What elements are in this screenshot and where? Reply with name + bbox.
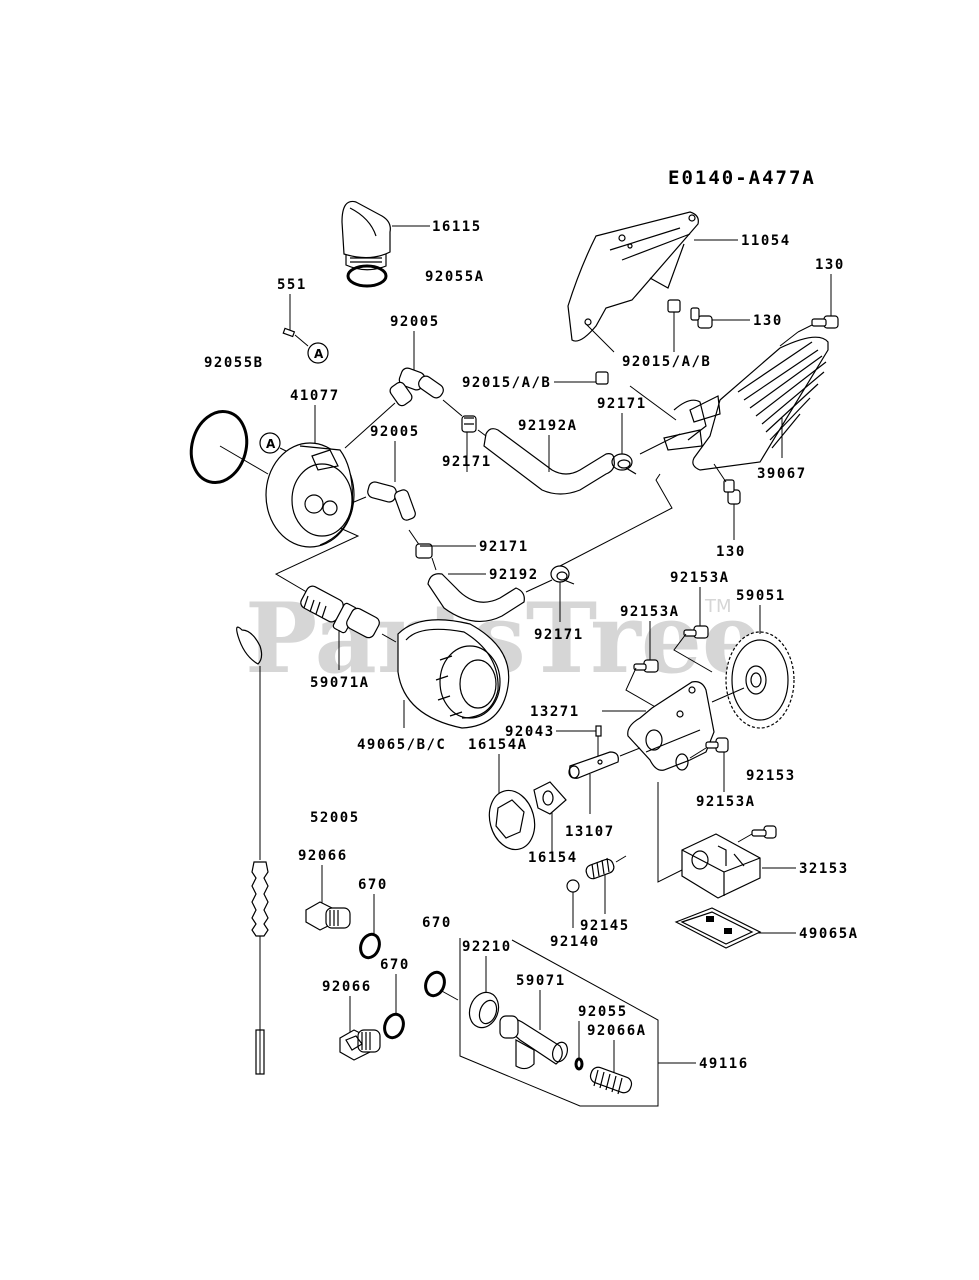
part-label-130-top[interactable]: 130 bbox=[815, 257, 845, 273]
part-label-92153[interactable]: 92153 bbox=[746, 768, 796, 784]
part-label-92153a-c[interactable]: 92153A bbox=[696, 794, 756, 810]
pin-92043-part[interactable] bbox=[595, 725, 602, 737]
part-label-32153[interactable]: 32153 bbox=[799, 861, 849, 877]
part-label-92192[interactable]: 92192 bbox=[489, 567, 539, 583]
oil-filter-49065bc-part[interactable] bbox=[397, 619, 510, 729]
o-ring-670-c-part[interactable] bbox=[381, 1012, 406, 1041]
o-ring-92055-part[interactable] bbox=[574, 1057, 584, 1071]
part-label-92015-right[interactable]: 92015/A/B bbox=[622, 354, 711, 370]
part-label-11054[interactable]: 11054 bbox=[741, 233, 791, 249]
part-label-92140[interactable]: 92140 bbox=[550, 934, 600, 950]
part-label-92171-c[interactable]: 92171 bbox=[479, 539, 529, 555]
part-label-49116[interactable]: 49116 bbox=[699, 1056, 749, 1072]
part-label-670-c[interactable]: 670 bbox=[380, 957, 410, 973]
part-label-92005-mid[interactable]: 92005 bbox=[370, 424, 420, 440]
part-label-92066-b[interactable]: 92066 bbox=[322, 979, 372, 995]
o-ring-670-a-part[interactable] bbox=[357, 932, 382, 961]
part-label-92055b[interactable]: 92055B bbox=[204, 355, 264, 371]
part-label-92153a-a[interactable]: 92153A bbox=[670, 570, 730, 586]
part-label-92145[interactable]: 92145 bbox=[580, 918, 630, 934]
shaft-13107-part[interactable] bbox=[568, 751, 619, 779]
o-ring-670-b-part[interactable] bbox=[422, 970, 447, 999]
spring-92145-part[interactable] bbox=[584, 857, 615, 881]
pin-551-part[interactable] bbox=[282, 327, 296, 338]
part-label-92055[interactable]: 92055 bbox=[578, 1004, 628, 1020]
part-label-16154[interactable]: 16154 bbox=[528, 850, 578, 866]
part-label-92171-b[interactable]: 92171 bbox=[597, 396, 647, 412]
bolt-130-mid-part[interactable] bbox=[690, 307, 713, 329]
part-label-92043[interactable]: 92043 bbox=[505, 724, 555, 740]
part-label-13271[interactable]: 13271 bbox=[530, 704, 580, 720]
o-ring-92055a-part[interactable] bbox=[346, 264, 388, 288]
part-label-92066-a[interactable]: 92066 bbox=[298, 848, 348, 864]
relief-valve-32153-part[interactable] bbox=[681, 833, 761, 899]
oil-cooler-housing-41077-part[interactable] bbox=[265, 442, 355, 548]
drain-plug-92066-a-part[interactable] bbox=[305, 901, 351, 931]
part-label-16115[interactable]: 16115 bbox=[432, 219, 482, 235]
strainer-49065a-part[interactable] bbox=[674, 907, 762, 949]
callout-a-text: A bbox=[314, 347, 324, 361]
nut-92210-part[interactable] bbox=[465, 988, 504, 1031]
valve-body-59071-part[interactable] bbox=[499, 1015, 570, 1070]
oil-cooler-39067-part[interactable] bbox=[663, 331, 829, 471]
part-label-49065a[interactable]: 49065A bbox=[799, 926, 859, 942]
oil-filler-cap-part[interactable] bbox=[341, 200, 391, 271]
part-label-59071a[interactable]: 59071A bbox=[310, 675, 370, 691]
bolt-92153a-c-part[interactable] bbox=[705, 737, 729, 753]
part-label-92171-a[interactable]: 92171 bbox=[442, 454, 492, 470]
pump-plate-13271-part[interactable] bbox=[627, 681, 715, 771]
bolt-130-top-part[interactable] bbox=[811, 315, 839, 329]
nut-92015-right-part[interactable] bbox=[667, 299, 681, 313]
clamp-92171-d-part[interactable] bbox=[550, 565, 575, 585]
part-label-670-b[interactable]: 670 bbox=[422, 915, 452, 931]
part-label-130-mid[interactable]: 130 bbox=[753, 313, 783, 329]
part-label-670-a[interactable]: 670 bbox=[358, 877, 388, 893]
hose-92192a-part[interactable] bbox=[483, 428, 615, 495]
part-label-92171-d[interactable]: 92171 bbox=[534, 627, 584, 643]
diagram-code: E0140-A477A bbox=[668, 167, 816, 189]
o-ring-92055b-part[interactable] bbox=[184, 405, 255, 489]
clamp-92171-c-part[interactable] bbox=[415, 543, 433, 559]
part-label-92015-left[interactable]: 92015/A/B bbox=[462, 375, 551, 391]
part-label-13107[interactable]: 13107 bbox=[565, 824, 615, 840]
nut-92015-left-part[interactable] bbox=[595, 371, 609, 385]
dipstick-52005-part[interactable] bbox=[236, 626, 269, 1075]
plug-92066a-part[interactable] bbox=[589, 1065, 634, 1095]
watermark-tm: TM bbox=[704, 596, 732, 617]
part-label-52005[interactable]: 52005 bbox=[310, 810, 360, 826]
part-label-16154a[interactable]: 16154A bbox=[468, 737, 528, 753]
drain-plug-92066-b-part[interactable] bbox=[339, 1029, 381, 1061]
part-label-551[interactable]: 551 bbox=[277, 277, 307, 293]
clamp-92171-a-part[interactable] bbox=[461, 415, 477, 433]
part-label-92055a[interactable]: 92055A bbox=[425, 269, 485, 285]
bolt-92153a-b-part[interactable] bbox=[633, 659, 659, 673]
threaded-nipple-59071a-part[interactable] bbox=[299, 584, 382, 640]
part-label-92066a[interactable]: 92066A bbox=[587, 1023, 647, 1039]
part-label-130-bot[interactable]: 130 bbox=[716, 544, 746, 560]
inner-rotor-16154-part[interactable] bbox=[533, 781, 567, 815]
bolt-32153-part[interactable] bbox=[751, 825, 777, 839]
part-label-41077[interactable]: 41077 bbox=[290, 388, 340, 404]
part-label-92210[interactable]: 92210 bbox=[462, 939, 512, 955]
outer-rotor-16154a-part[interactable] bbox=[483, 785, 541, 854]
bolt-92153a-a-part[interactable] bbox=[683, 625, 709, 639]
part-label-39067[interactable]: 39067 bbox=[757, 466, 807, 482]
gear-59051-part[interactable] bbox=[725, 631, 795, 729]
elbow-fitting-92005-mid-part[interactable] bbox=[366, 481, 416, 522]
part-label-92192a[interactable]: 92192A bbox=[518, 418, 578, 434]
callout-a-circle bbox=[307, 342, 329, 364]
part-label-92153a-b[interactable]: 92153A bbox=[620, 604, 680, 620]
callout-a-text-2: A bbox=[266, 437, 276, 451]
part-label-92005-top[interactable]: 92005 bbox=[390, 314, 440, 330]
clamp-92171-b-part[interactable] bbox=[611, 453, 637, 475]
bolt-130-bot-part[interactable] bbox=[723, 479, 741, 505]
hose-92192-part[interactable] bbox=[427, 573, 525, 622]
bracket-11054-part[interactable] bbox=[567, 211, 699, 342]
elbow-fitting-92005-top-part[interactable] bbox=[388, 366, 446, 407]
part-label-59051[interactable]: 59051 bbox=[736, 588, 786, 604]
ball-92140-part[interactable] bbox=[566, 879, 580, 893]
part-label-59071[interactable]: 59071 bbox=[516, 973, 566, 989]
part-label-49065bc[interactable]: 49065/B/C bbox=[357, 737, 446, 753]
